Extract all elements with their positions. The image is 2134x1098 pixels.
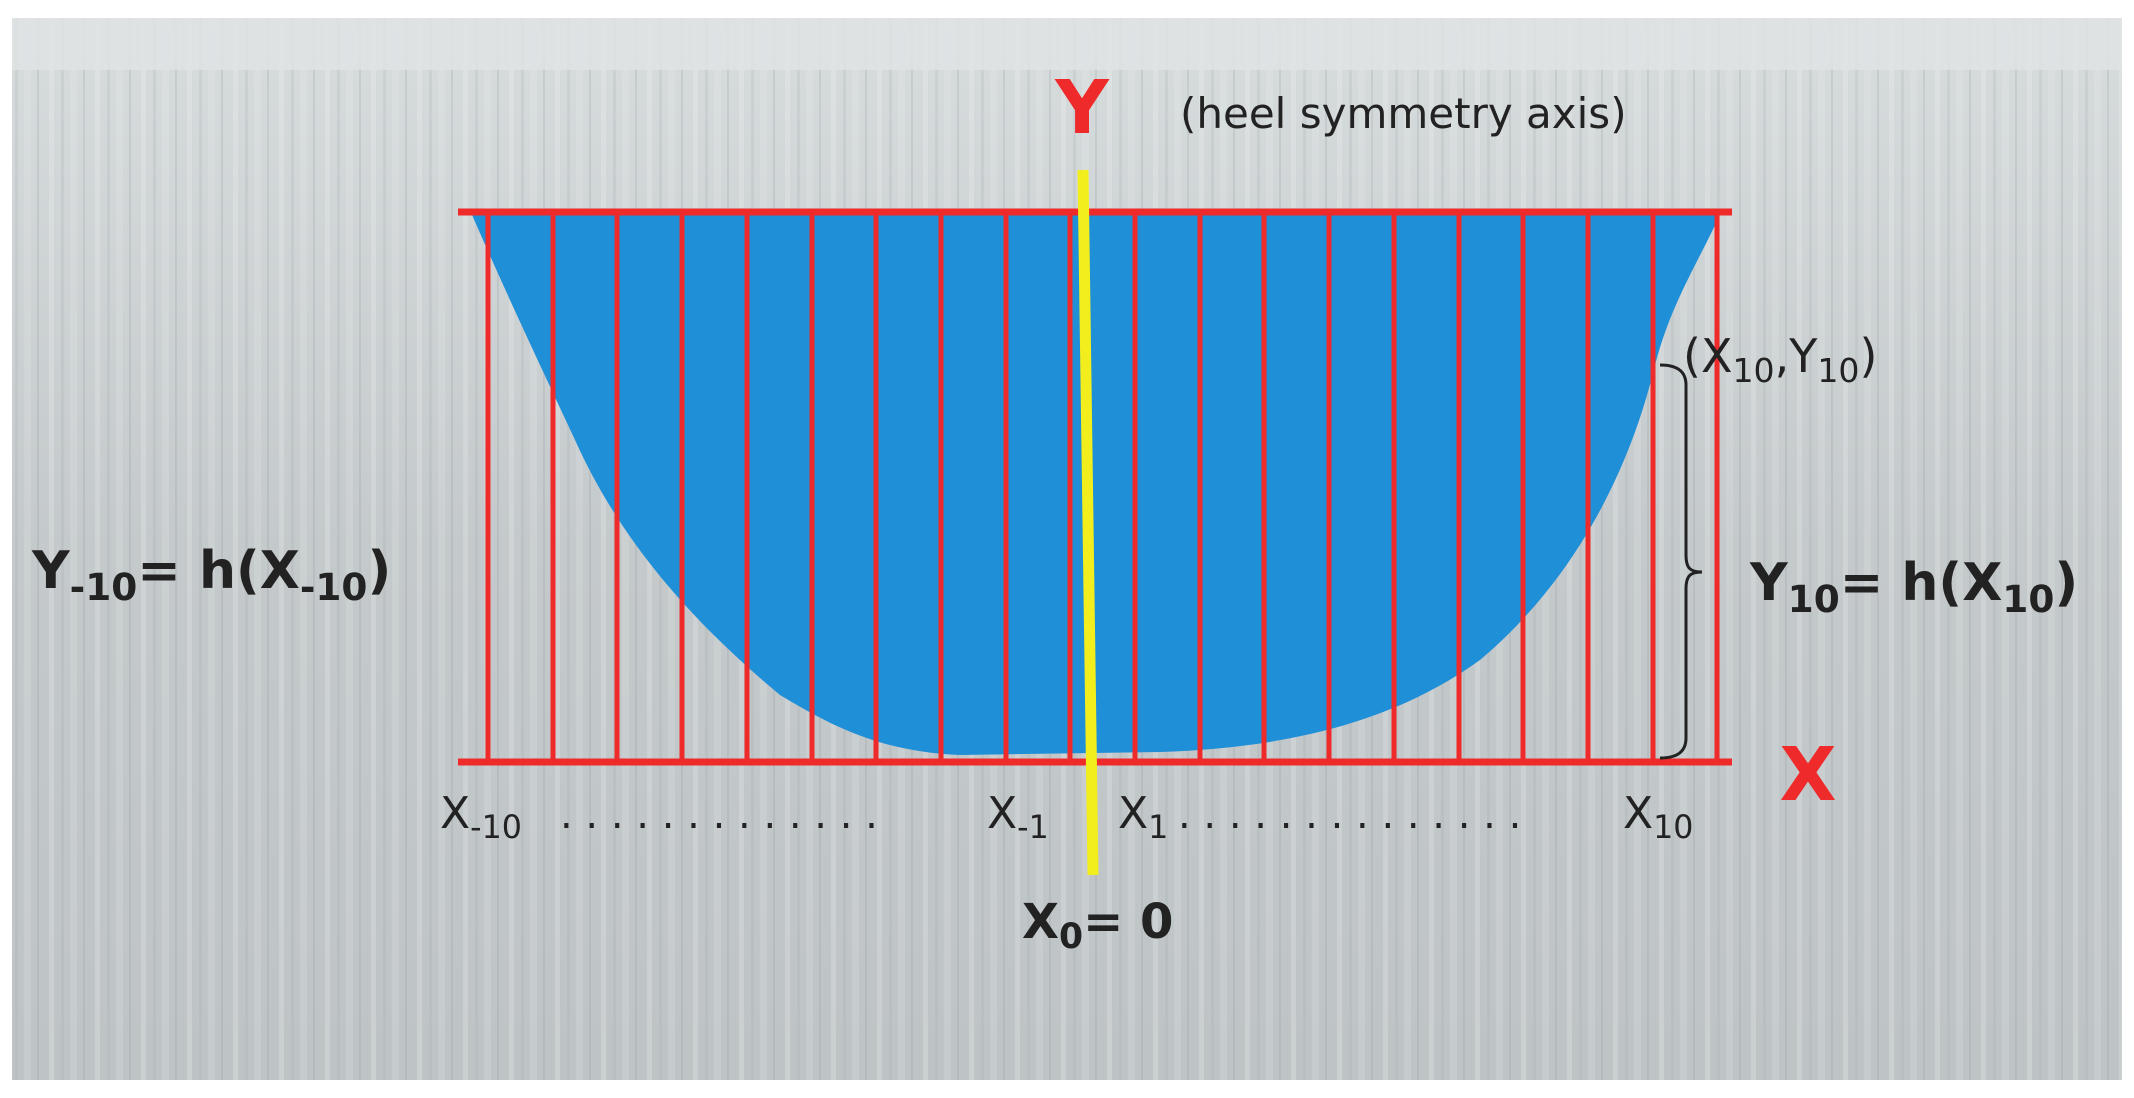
left-height-equation: Y-10= h(X-10) (31, 541, 391, 609)
heel-sole-shape (470, 210, 1722, 755)
photo-top-band (12, 18, 2122, 70)
x-tick-label-minus-1: X-1 (987, 788, 1049, 846)
origin-label: X0= 0 (1022, 894, 1173, 957)
x-tick-label-1: X1 (1118, 788, 1168, 846)
x-tick-dots-left: . . . . . . . . . . . . . (560, 792, 878, 838)
vertical-grid-lines (485, 212, 1720, 762)
x-tick-dots-right: . . . . . . . . . . . . . . (1178, 792, 1521, 838)
y-axis-label: Y (1054, 65, 1110, 151)
right-height-equation: Y10= h(X10) (1749, 553, 2078, 621)
point-x10-y10-label: (X10,Y10) (1683, 329, 1877, 390)
heel-symmetry-axis (1077, 169, 1099, 876)
height-bracket (1659, 363, 1703, 760)
x-tick-label-minus-10: X-10 (440, 788, 522, 846)
x-tick-label-10: X10 (1623, 788, 1693, 846)
x-axis-label: X (1779, 732, 1836, 818)
y-axis-caption: (heel symmetry axis) (1180, 89, 1627, 138)
